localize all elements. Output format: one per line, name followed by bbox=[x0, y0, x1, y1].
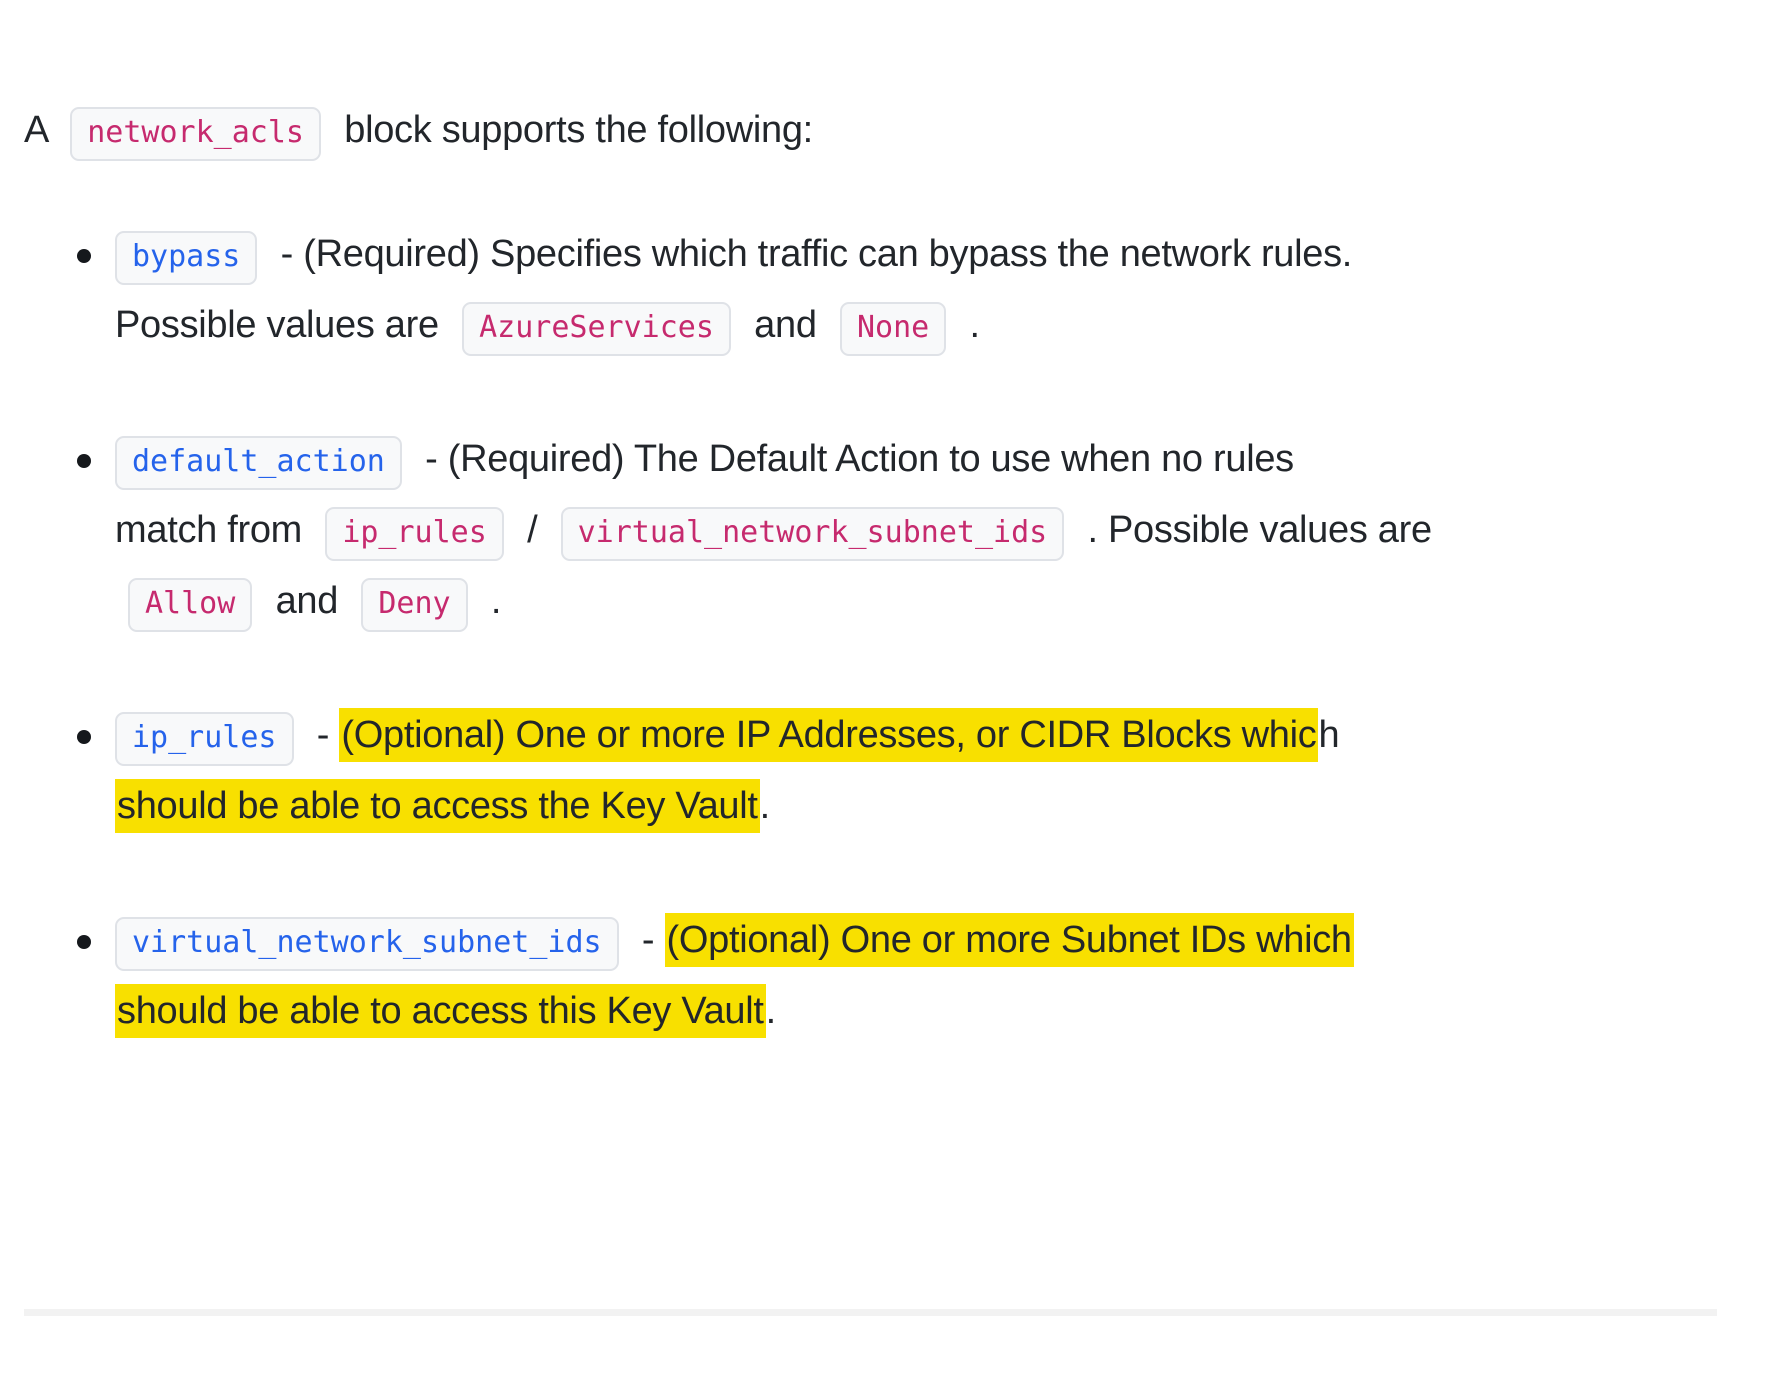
default-action-and-label: and bbox=[275, 580, 339, 622]
vnet-highlight-1: (Optional) One or more Subnet IDs which bbox=[664, 913, 1354, 967]
list-item-virtual-network-subnet-ids: virtual_network_subnet_ids - (Optional) … bbox=[77, 905, 1767, 1047]
default-action-match-label: match from bbox=[115, 509, 303, 551]
intro-prefix: A bbox=[24, 109, 47, 151]
code-chip-deny: Deny bbox=[361, 578, 468, 632]
argument-list: bypass - (Required) Specifies which traf… bbox=[24, 219, 1767, 1047]
bypass-description: - (Required) Specifies which traffic can… bbox=[280, 233, 1353, 275]
code-chip-allow: Allow bbox=[128, 578, 253, 632]
code-chip-ip-rules: ip_rules bbox=[325, 507, 504, 561]
code-chip-none: None bbox=[839, 302, 947, 356]
code-link-virtual-network-subnet-ids[interactable]: virtual_network_subnet_ids bbox=[115, 917, 619, 971]
bypass-and-label: and bbox=[754, 304, 817, 346]
ip-rules-highlight-2: should be able to access the Key Vault bbox=[115, 779, 760, 833]
ip-rules-dash: - bbox=[316, 714, 330, 756]
code-chip-azureservices: AzureServices bbox=[462, 302, 731, 356]
bypass-period: . bbox=[969, 304, 980, 346]
bypass-values-label: Possible values are bbox=[115, 304, 439, 346]
ip-rules-period: . bbox=[759, 785, 771, 827]
section-divider bbox=[24, 1309, 1717, 1316]
list-item-bypass: bypass - (Required) Specifies which traf… bbox=[77, 219, 1767, 361]
code-link-default-action[interactable]: default_action bbox=[115, 436, 402, 490]
code-link-ip-rules[interactable]: ip_rules bbox=[115, 712, 294, 766]
list-item-ip-rules: ip_rules - (Optional) One or more IP Add… bbox=[77, 700, 1767, 842]
ip-rules-unhighlighted-char: h bbox=[1318, 714, 1340, 756]
code-link-bypass[interactable]: bypass bbox=[115, 231, 258, 285]
vnet-highlight-2: should be able to access this Key Vault bbox=[115, 984, 766, 1038]
default-action-slash: / bbox=[527, 509, 538, 551]
intro-text: block supports the following: bbox=[344, 109, 813, 151]
ip-rules-highlight-1: (Optional) One or more IP Addresses, or … bbox=[339, 708, 1319, 762]
code-chip-virtual-network-subnet-ids: virtual_network_subnet_ids bbox=[560, 507, 1065, 561]
default-action-description: - (Required) The Default Action to use w… bbox=[425, 438, 1294, 480]
intro-paragraph: A network_acls block supports the follow… bbox=[24, 100, 1767, 161]
vnet-dash: - bbox=[641, 919, 655, 961]
default-action-values-label: . Possible values are bbox=[1087, 509, 1432, 551]
vnet-period: . bbox=[765, 990, 777, 1032]
code-chip-network-acls: network_acls bbox=[70, 107, 321, 161]
default-action-period: . bbox=[490, 580, 502, 622]
list-item-default-action: default_action - (Required) The Default … bbox=[77, 424, 1767, 637]
